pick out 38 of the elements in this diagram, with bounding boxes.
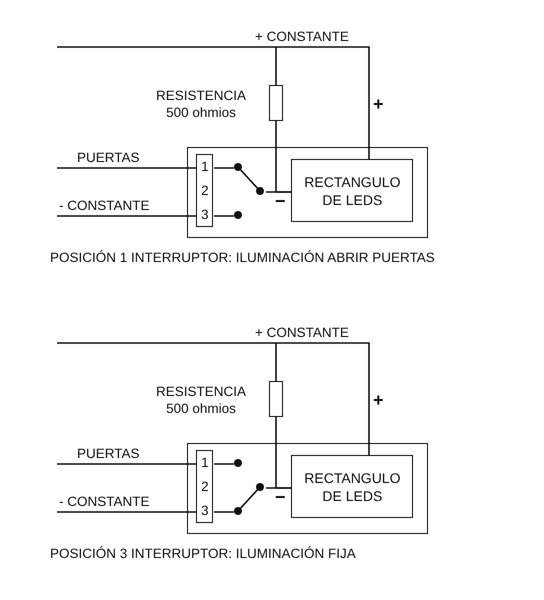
wire (57, 342, 370, 456)
box-label: RECTANGULO DE LEDS (303, 172, 402, 209)
caption: POSICIÓN 1 INTERRUPTOR: ILUMINACIÓN ABRIR PUERTAS (50, 250, 435, 266)
terminal-block (196, 154, 214, 228)
module-housing (187, 443, 428, 534)
wire (214, 463, 234, 465)
wire (266, 191, 292, 193)
wire (214, 215, 234, 217)
pin-number: 3 (200, 206, 210, 223)
caption: POSICIÓN 3 INTERRUPTOR: ILUMINACIÓN FIJA (50, 546, 356, 562)
polarity-sign: − (275, 191, 286, 211)
pin-number: 1 (200, 159, 210, 176)
wire (275, 343, 277, 381)
pin-number: 3 (200, 502, 210, 519)
polarity-sign: − (275, 487, 286, 507)
module-housing (187, 147, 428, 238)
component-label: RESISTENCIA 500 ohmios (154, 87, 248, 121)
resistor-symbol (269, 381, 283, 417)
pin-number: 1 (200, 455, 210, 472)
wire (266, 487, 292, 489)
led-panel-box (291, 159, 414, 222)
wire (57, 463, 197, 465)
pin-number: 2 (200, 182, 210, 199)
box-label: RECTANGULO DE LEDS (303, 468, 402, 505)
terminal-block (196, 450, 214, 524)
polarity-sign: + (373, 94, 384, 114)
wire (275, 47, 277, 85)
component-label: RESISTENCIA 500 ohmios (154, 383, 248, 417)
wire (57, 215, 197, 217)
wire (57, 46, 370, 160)
led-panel-box (291, 455, 414, 518)
wire (214, 167, 234, 169)
wire (214, 511, 234, 513)
resistor-symbol (269, 85, 283, 121)
wire (57, 167, 197, 169)
polarity-sign: + (373, 390, 384, 410)
pin-number: 2 (200, 478, 210, 495)
wire (57, 511, 197, 513)
